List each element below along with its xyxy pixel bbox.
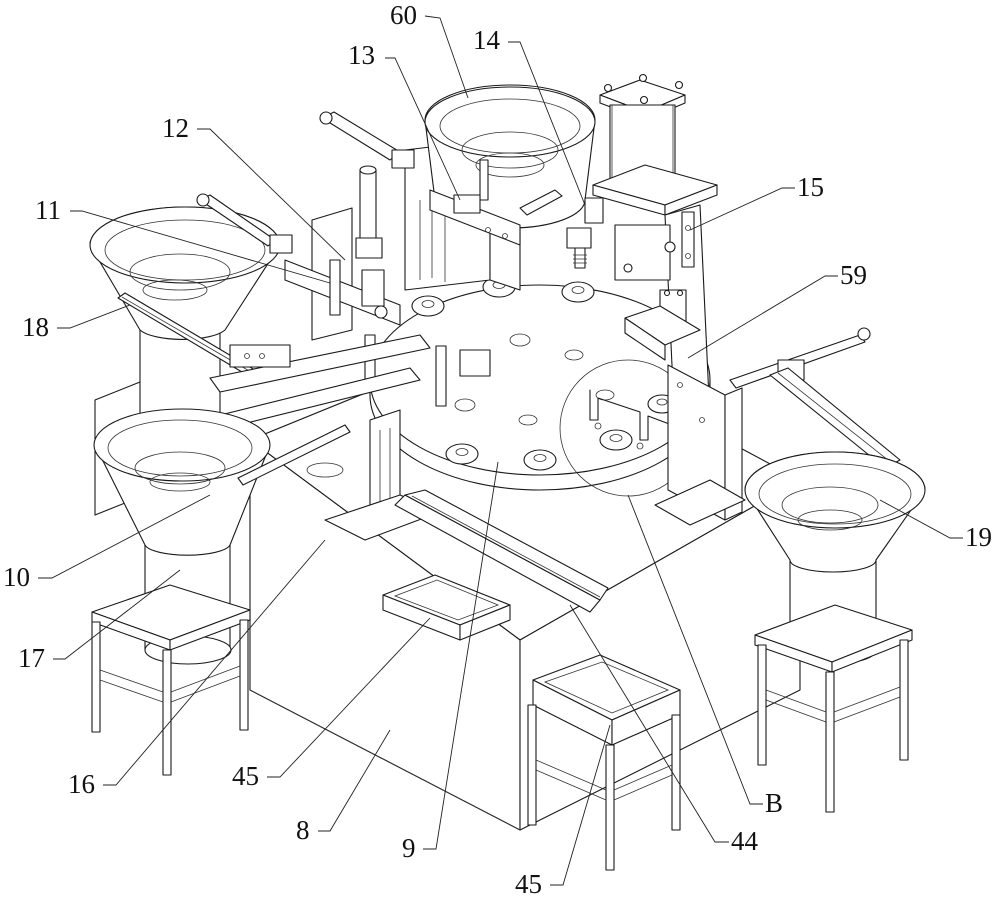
label-44: 44	[731, 826, 759, 856]
detection-bracket	[589, 389, 681, 450]
leader-line-8	[318, 729, 391, 832]
leader-line-14	[508, 41, 586, 206]
leader-line-19	[879, 499, 963, 539]
label-16: 16	[68, 769, 95, 799]
label-19: 19	[965, 522, 992, 552]
label-45-front: 45	[232, 761, 259, 791]
bearing	[523, 449, 557, 471]
label-59: 59	[840, 260, 867, 290]
bearing	[411, 295, 445, 317]
leader-line-59	[687, 275, 838, 359]
label-18: 18	[22, 312, 49, 342]
label-8: 8	[296, 815, 310, 845]
right-station	[624, 289, 901, 526]
reference-labels: 60 13 14 12 11 15 18 59 10 19 17 16 45 8…	[3, 0, 992, 899]
leader-line-18	[57, 304, 131, 329]
bearing	[445, 443, 479, 465]
label-15: 15	[797, 172, 824, 202]
leader-line-11	[70, 210, 331, 284]
leader-line-45a	[267, 617, 431, 778]
discharge-chute	[394, 489, 609, 613]
leader-line-60	[424, 15, 469, 99]
label-45-right: 45	[515, 869, 542, 899]
leader-line-15	[689, 187, 795, 231]
bearing	[599, 429, 633, 451]
leader-line-45b	[550, 724, 611, 886]
leader-line-16	[103, 539, 326, 786]
label-11: 11	[35, 195, 61, 225]
vibratory-bowl-feeder-front-left	[91, 408, 351, 776]
leader-line-17	[53, 569, 181, 660]
label-12: 12	[162, 113, 189, 143]
vibratory-bowl-feeder-right	[744, 451, 926, 813]
label-14: 14	[473, 25, 501, 55]
leader-line-44	[569, 604, 729, 843]
leader-line-12	[197, 128, 346, 261]
label-60: 60	[390, 0, 417, 30]
leader-line-10	[38, 494, 211, 579]
bearing	[561, 281, 595, 303]
collection-box-right	[527, 654, 681, 871]
stand-frame	[754, 604, 913, 813]
rear-station	[319, 84, 596, 291]
label-9: 9	[402, 833, 416, 863]
stand-frame	[527, 704, 681, 871]
stand-frame	[91, 584, 251, 776]
collection-box-front	[382, 574, 511, 641]
label-b: B	[765, 788, 783, 818]
leader-lines	[38, 15, 963, 886]
leader-line-B	[627, 494, 763, 805]
label-10: 10	[3, 562, 30, 592]
leader-line-13	[385, 57, 461, 201]
label-13: 13	[348, 40, 375, 70]
leader-line-9	[423, 461, 499, 850]
label-17: 17	[18, 643, 45, 673]
